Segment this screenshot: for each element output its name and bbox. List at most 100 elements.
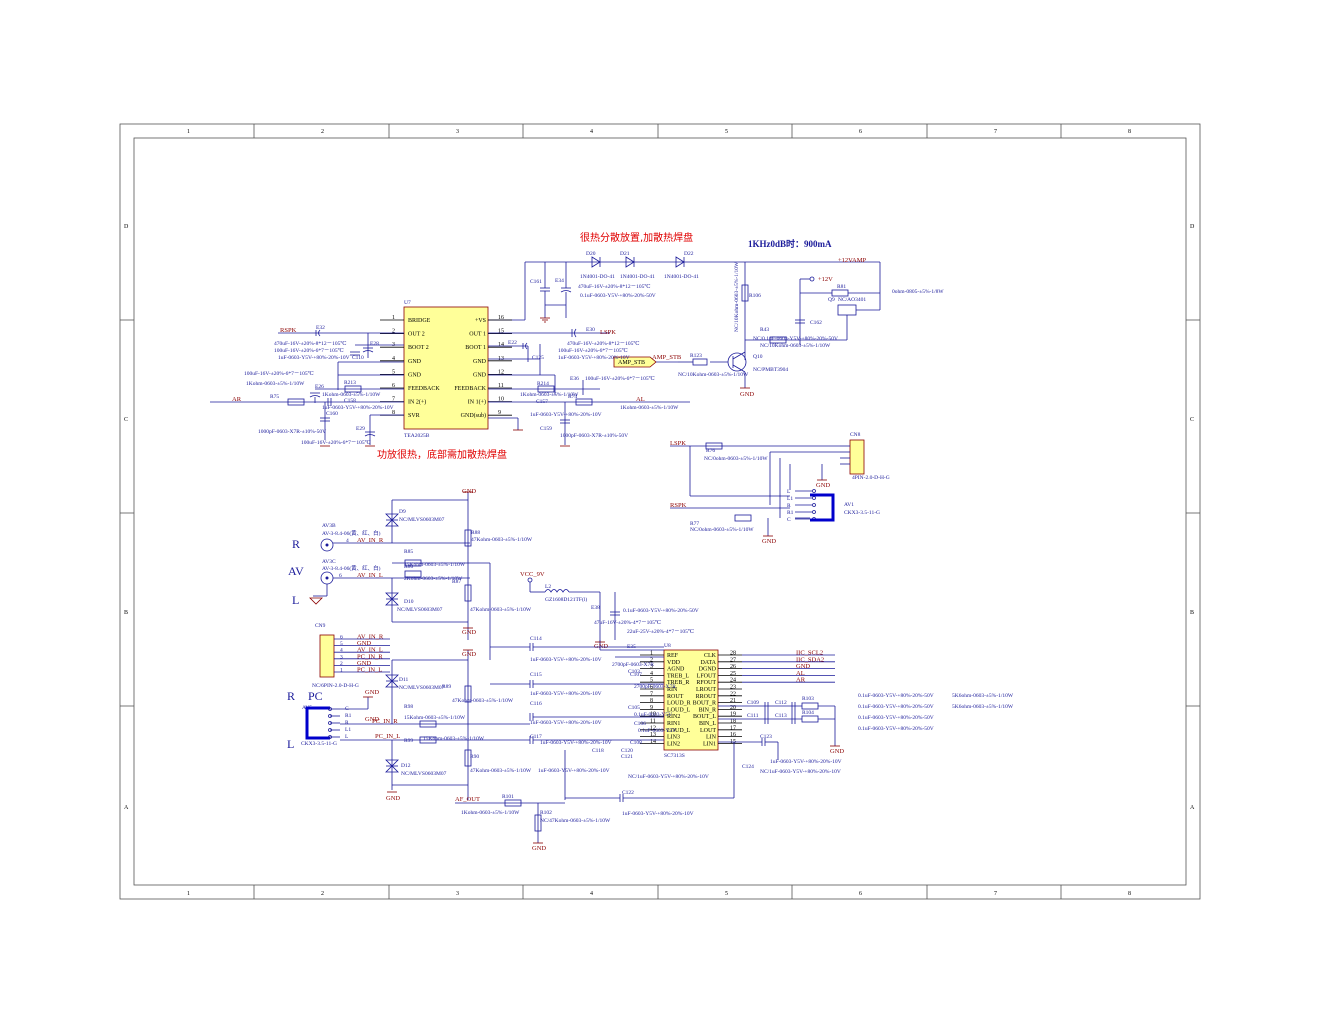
- svg-text:NC/MLVS0603M07: NC/MLVS0603M07: [399, 517, 445, 523]
- svg-text:E34: E34: [555, 278, 564, 284]
- svg-text:0.1uF-0603-Y5V-+80%-20%-50V: 0.1uF-0603-Y5V-+80%-20%-50V: [623, 608, 699, 614]
- svg-text:PC_IN_R: PC_IN_R: [372, 718, 398, 725]
- cn9-pin-net: AV_IN_L: [357, 647, 383, 654]
- svg-text:C123: C123: [760, 734, 772, 740]
- svg-text:PC: PC: [308, 689, 323, 703]
- speaker-output-section: LSPK R76 NC/0ohm-0603-±5%-1/10W CN8 4PIN…: [670, 432, 890, 545]
- u7-pin-number: 14: [498, 342, 504, 348]
- u8-pin-name: CLK: [704, 653, 717, 659]
- svg-text:GND: GND: [365, 689, 379, 696]
- svg-text:NC/10Kohm-0603-±5%-1/10W: NC/10Kohm-0603-±5%-1/10W: [760, 343, 831, 349]
- av1-pin-label: L1: [787, 496, 793, 502]
- svg-text:R: R: [287, 689, 295, 703]
- svg-text:GND: GND: [830, 748, 844, 755]
- svg-text:C158: C158: [344, 398, 356, 404]
- u7-pin-name: BRIDGE: [408, 318, 431, 324]
- svg-text:1uF-0603-Y5V-+80%-20%-10V: 1uF-0603-Y5V-+80%-20%-10V: [538, 768, 610, 774]
- u8-pin-name: LFOUT: [697, 673, 717, 679]
- u7-pin-number: 9: [498, 410, 501, 416]
- svg-text:NC/AO3401: NC/AO3401: [838, 297, 866, 303]
- svg-text:1uF-0603-Y5V-+80%-20%-10V: 1uF-0603-Y5V-+80%-20%-10V: [530, 412, 602, 418]
- svg-text:+12V: +12V: [818, 276, 833, 283]
- u8-pin-number: 20: [730, 705, 736, 711]
- u7-pin-number: 15: [498, 329, 504, 335]
- zone-col-bottom: 5: [725, 891, 728, 897]
- u8-pin-name: DATA: [700, 660, 716, 666]
- zone-col-top: 8: [1128, 129, 1131, 135]
- zone-row-left: A: [124, 805, 129, 811]
- svg-text:R89: R89: [442, 684, 451, 690]
- u8-pin-number: 2: [650, 657, 653, 663]
- svg-text:R76: R76: [706, 448, 715, 454]
- svg-text:NC/1uF-0603-Y5V-+80%-20%-10V: NC/1uF-0603-Y5V-+80%-20%-10V: [760, 769, 841, 775]
- svg-text:C118: C118: [592, 748, 604, 754]
- zone-col-bottom: 8: [1128, 891, 1131, 897]
- u8-pin-number: 3: [650, 664, 653, 670]
- svg-text:NC/0ohm-0603-±5%-1/10W: NC/0ohm-0603-±5%-1/10W: [704, 456, 768, 462]
- svg-text:E29: E29: [356, 426, 365, 432]
- av5-pin-label: R1: [345, 713, 352, 719]
- svg-text:22uF-25V-±20%-4*7－105℃: 22uF-25V-±20%-4*7－105℃: [627, 628, 694, 635]
- u8-pin-number: 8: [650, 698, 653, 704]
- svg-text:E22: E22: [508, 340, 517, 346]
- svg-text:R85: R85: [404, 549, 413, 555]
- u8-pin-name: VDD: [667, 660, 681, 666]
- amp-left-section: RSPK E32 470uF-16V-±20%-8*12－105℃ E28 10…: [210, 325, 404, 447]
- zone-row-right: A: [1190, 805, 1195, 811]
- svg-text:NC/MLVS0603M07: NC/MLVS0603M07: [399, 685, 445, 691]
- note-current: 1KHz0dB时：900mA: [748, 238, 832, 249]
- svg-text:R74: R74: [568, 394, 577, 400]
- svg-text:47Kohm-0603-±5%-1/10W: 47Kohm-0603-±5%-1/10W: [471, 537, 533, 543]
- svg-text:L: L: [292, 593, 299, 607]
- svg-text:AR: AR: [232, 396, 242, 403]
- svg-text:100uF-16V-±20%-6*7－105℃: 100uF-16V-±20%-6*7－105℃: [301, 439, 371, 446]
- svg-text:+12VAMP: +12VAMP: [838, 257, 866, 264]
- u8-pin-name: RROUT: [696, 694, 717, 700]
- svg-text:2700pF-0603-X7R: 2700pF-0603-X7R: [634, 684, 676, 690]
- svg-text:CKX3-3.5-11-G: CKX3-3.5-11-G: [844, 510, 880, 516]
- zone-row-right: C: [1190, 417, 1194, 423]
- u8-pin-name: RIN2: [667, 714, 680, 720]
- svg-text:0.1uF-0603-Y5V: 0.1uF-0603-Y5V: [638, 728, 676, 734]
- svg-text:C115: C115: [530, 672, 542, 678]
- svg-text:CN9: CN9: [315, 623, 326, 629]
- svg-text:1Kohm-0603-±5%-1/10W: 1Kohm-0603-±5%-1/10W: [461, 810, 520, 816]
- cn9-pin-net: GND: [357, 640, 371, 647]
- svg-text:PC_IN_L: PC_IN_L: [375, 733, 400, 740]
- svg-text:AV-3-8.4-06(黄、红、白): AV-3-8.4-06(黄、红、白): [322, 564, 381, 572]
- av5-pin-label: L1: [345, 727, 351, 733]
- note-heat-diodes: 很热分散放置,加散热焊盘: [580, 231, 693, 244]
- u7-pin-number: 7: [392, 397, 395, 403]
- note-heat-amp: 功放很热，底部需加散热焊盘: [377, 448, 507, 461]
- cn9-pin-net: PC_IN_L: [357, 667, 382, 674]
- svg-text:R98: R98: [404, 704, 413, 710]
- svg-text:D22: D22: [684, 251, 694, 257]
- u8-pin-number: 11: [650, 719, 656, 725]
- svg-text:AV1: AV1: [844, 502, 854, 508]
- svg-text:D20: D20: [586, 251, 596, 257]
- u7-pin-name: FEEDBACK: [408, 386, 440, 392]
- svg-text:470uF-16V-±20%-8*12－105℃: 470uF-16V-±20%-8*12－105℃: [578, 283, 651, 290]
- svg-text:1Kohm-0603-±5%-1/10W: 1Kohm-0603-±5%-1/10W: [246, 381, 305, 387]
- cn9-pin-net: AV_IN_R: [357, 634, 384, 641]
- u8-pin-number: 5: [650, 678, 653, 684]
- diode-d21: D21 1N4001-DO-41: [620, 251, 655, 280]
- zone-col-bottom: 4: [590, 891, 593, 897]
- svg-text:AMP_STB: AMP_STB: [618, 360, 645, 366]
- u7-pin-number: 1: [392, 315, 395, 321]
- svg-text:C162: C162: [810, 320, 822, 326]
- svg-text:C121: C121: [621, 754, 633, 760]
- svg-text:NC/10Kohm-0603-±5%-1/10W: NC/10Kohm-0603-±5%-1/10W: [734, 261, 740, 332]
- svg-text:C160: C160: [326, 411, 338, 417]
- svg-text:100uF-16V-±20%-6*7－105℃: 100uF-16V-±20%-6*7－105℃: [274, 347, 344, 354]
- svg-text:R87: R87: [452, 579, 461, 585]
- zone-col-bottom: 2: [321, 891, 324, 897]
- u7-pin-number: 11: [498, 383, 504, 389]
- u8-pin-number: 28: [730, 651, 736, 657]
